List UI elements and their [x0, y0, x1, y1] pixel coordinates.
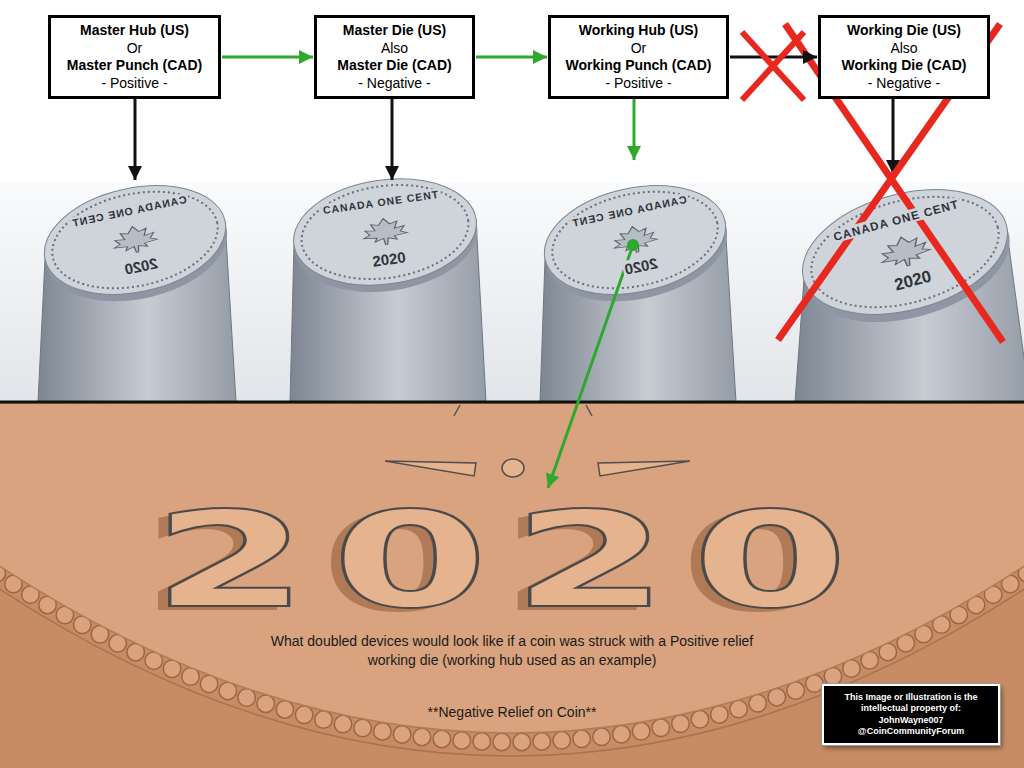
- cross-mark: [742, 32, 804, 100]
- box-text: Or: [127, 40, 143, 58]
- box-text: Working Die (CAD): [842, 57, 967, 75]
- down-arrow: [134, 99, 137, 180]
- divider-line: [0, 401, 1024, 404]
- coin-device: [502, 459, 524, 477]
- process-box: Working Hub (US)OrWorking Punch (CAD)- P…: [548, 15, 729, 99]
- down-arrow: [633, 99, 636, 160]
- die-legend: CANADA ONE CENT: [320, 188, 442, 217]
- box-title: Working Hub (US): [579, 22, 699, 40]
- die-date: 2020: [121, 254, 161, 278]
- coin-device: [598, 461, 690, 476]
- coin-device: [454, 405, 460, 416]
- die-face: [287, 168, 485, 304]
- cross-mark: [742, 32, 804, 100]
- box-text: Working Punch (CAD): [566, 57, 712, 75]
- down-arrow: [391, 99, 394, 180]
- process-box: Master Hub (US)OrMaster Punch (CAD)- Pos…: [48, 15, 221, 99]
- coin-date: 2020: [152, 494, 872, 626]
- box-title: Working Die (US): [847, 22, 961, 40]
- box-title: Master Hub (US): [80, 22, 189, 40]
- flow-arrow: [222, 56, 313, 59]
- coin-device: [385, 461, 476, 476]
- caption-text: What doubled devices would look like if …: [250, 632, 774, 670]
- relief-note: **Negative Relief on Coin**: [428, 703, 597, 722]
- box-text: Also: [381, 40, 408, 58]
- die-face: [34, 170, 237, 317]
- box-text: - Positive -: [605, 75, 671, 93]
- box-text: Master Die (CAD): [337, 57, 451, 75]
- die-date: 2020: [621, 254, 661, 278]
- flow-arrow: [730, 56, 817, 59]
- die-face: [534, 170, 737, 317]
- box-text: - Negative -: [868, 75, 940, 93]
- die-date: 2020: [890, 266, 935, 296]
- die-date: 2020: [369, 248, 408, 270]
- box-text: Master Punch (CAD): [67, 57, 202, 75]
- box-text: Also: [890, 40, 917, 58]
- process-box: Working Die (US)AlsoWorking Die (CAD)- N…: [818, 15, 990, 99]
- box-text: Or: [631, 40, 647, 58]
- flow-arrow: [476, 56, 547, 59]
- die-legend: CANADA ONE CENT: [68, 192, 189, 229]
- die-legend: CANADA ONE CENT: [568, 192, 689, 229]
- process-box: Master Die (US)AlsoMaster Die (CAD)- Neg…: [314, 15, 475, 99]
- box-text: - Positive -: [101, 75, 167, 93]
- box-title: This Image or Illustration is the intell…: [832, 692, 990, 737]
- down-arrow: [892, 99, 895, 174]
- coin-device: [586, 405, 592, 416]
- die-legend: CANADA ONE CENT: [830, 196, 962, 243]
- box-text: - Negative -: [358, 75, 430, 93]
- copyright-box: This Image or Illustration is the intell…: [822, 684, 1000, 745]
- pointer-dot: [627, 239, 639, 251]
- box-title: Master Die (US): [343, 22, 446, 40]
- pointer-line: [548, 245, 633, 488]
